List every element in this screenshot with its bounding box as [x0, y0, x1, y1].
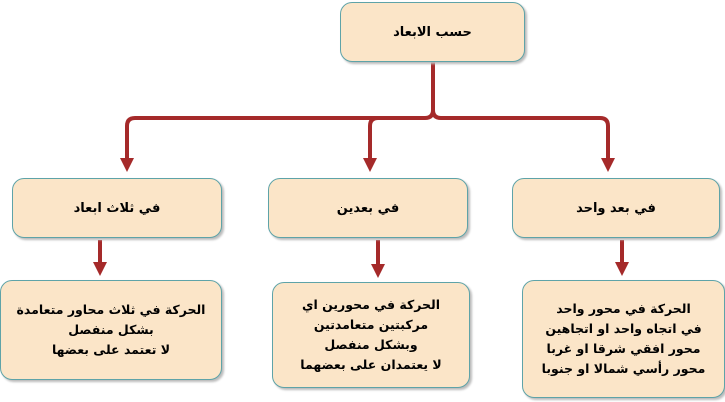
desc-line: محور رأسي شمالا او جنوبا	[541, 361, 706, 376]
node-one-dimension: في بعد واحد	[512, 178, 720, 238]
desc-three-dimensions: الحركة في ثلاث محاور متعامدة بشكل منفصل …	[0, 280, 222, 380]
desc-one-dimension: الحركة في محور واحد في اتجاه واحد او اتج…	[522, 280, 725, 398]
arrow-icon	[363, 158, 377, 172]
node-title: في ثلاث ابعاد	[73, 200, 161, 216]
node-title: في بعد واحد	[576, 200, 656, 216]
desc-line: مركبتين متعامدتين	[313, 317, 429, 332]
desc-line: الحركة في محور واحد	[556, 301, 691, 316]
desc-line: لا يعتمدان على بعضهما	[300, 357, 442, 372]
desc-two-dimensions: الحركة في محورين اي مركبتين متعامدتين وب…	[272, 282, 470, 388]
desc-line: الحركة في محورين اي	[302, 297, 440, 312]
desc-line: لا تعتمد على بعضها	[51, 342, 171, 357]
arrow-icon	[601, 158, 615, 172]
root-node: حسب الابعاد	[340, 2, 525, 62]
root-label: حسب الابعاد	[393, 24, 472, 40]
desc-line: وبشكل منفصل	[324, 337, 418, 352]
arrow-icon	[371, 264, 385, 278]
node-two-dimensions: في بعدين	[268, 178, 468, 238]
desc-line: بشكل منفصل	[68, 322, 154, 337]
connector-middle	[368, 116, 425, 160]
node-three-dimensions: في ثلاث ابعاد	[12, 178, 222, 238]
desc-line: محور افقي شرقا او غربا	[546, 341, 701, 356]
arrow-icon	[93, 262, 107, 276]
arrow-icon	[615, 262, 629, 276]
desc-line: الحركة في ثلاث محاور متعامدة	[16, 302, 206, 317]
node-title: في بعدين	[336, 200, 400, 216]
desc-line: في اتجاه واحد او اتجاهين	[545, 321, 702, 336]
arrow-icon	[120, 158, 134, 172]
connector-root	[125, 62, 435, 160]
connector-right	[431, 109, 610, 160]
